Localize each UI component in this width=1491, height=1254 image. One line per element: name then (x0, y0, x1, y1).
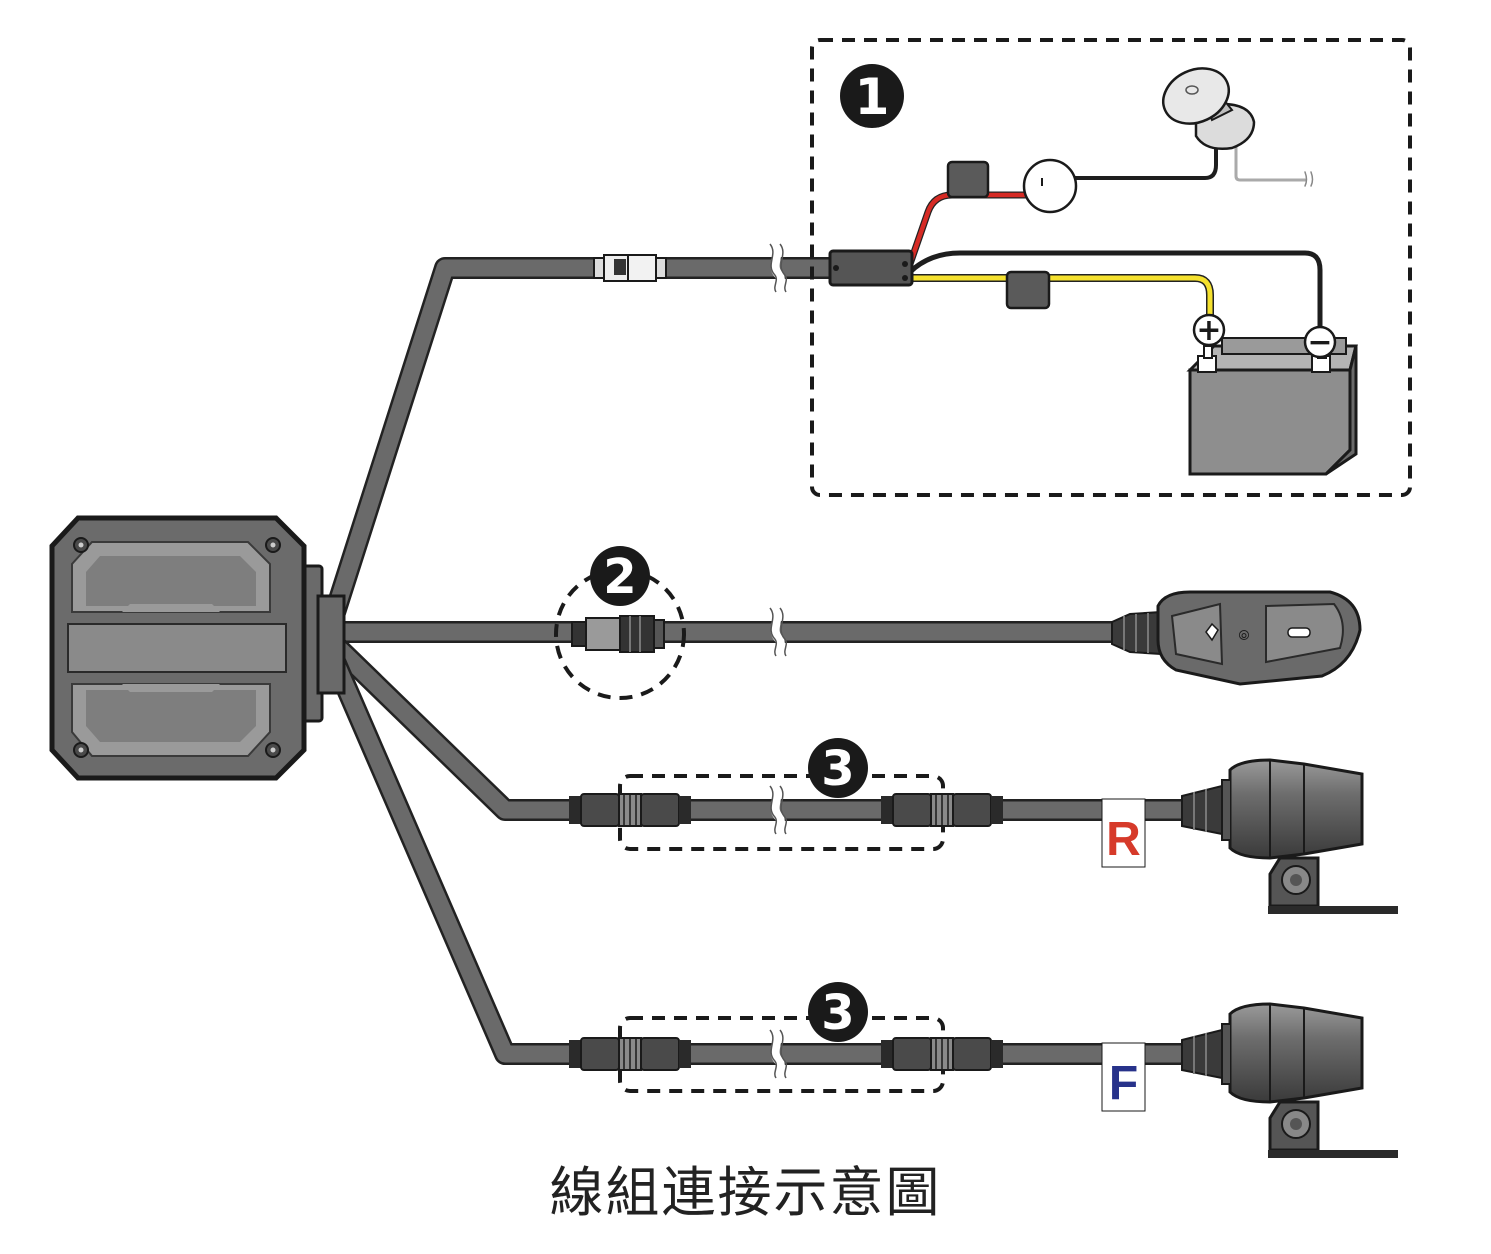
svg-text:F: F (1109, 1057, 1138, 1110)
power-cable (319, 257, 835, 632)
rear-camera-cable (322, 632, 1190, 821)
negative-sign: − (1307, 325, 1332, 360)
fuse-yellow (1005, 270, 1051, 310)
front-connector-left (568, 1037, 692, 1071)
switch-wire (1041, 138, 1218, 180)
marker-3-rear: 3 (808, 738, 868, 798)
power-section-frame (810, 38, 1412, 497)
ring-terminal (1022, 158, 1078, 214)
ground-wire (1234, 138, 1307, 182)
svg-text:R: R (1106, 813, 1141, 866)
cable-harness (319, 257, 1190, 1065)
yellow-wire (906, 274, 1214, 334)
front-camera-cable (319, 645, 1190, 1065)
marker-1: 1 (840, 64, 904, 128)
rear-connector-left (568, 793, 692, 827)
power-box (828, 249, 914, 287)
controller-connector-highlight (554, 568, 686, 700)
rear-tag: R (1101, 798, 1146, 868)
wifi-icon: ⦾ (1238, 628, 1249, 644)
battery (1186, 337, 1358, 476)
controller-connector (571, 615, 665, 653)
front-connector-right (880, 1037, 1004, 1071)
marker-3-front: 3 (808, 982, 868, 1042)
svg-text:2: 2 (603, 549, 636, 605)
front-tag: F (1101, 1042, 1146, 1112)
positive-sign: + (1196, 313, 1221, 348)
marker-2: 2 (590, 546, 650, 606)
diagram-caption: 線組連接示意圖 (549, 1161, 942, 1224)
svg-text:3: 3 (821, 985, 854, 1041)
ignition-switch (1162, 67, 1256, 150)
rear-camera (1181, 758, 1398, 914)
positive-terminal-icon: + (1192, 313, 1226, 348)
power-inline-connector (593, 254, 667, 282)
svg-text:1: 1 (855, 68, 890, 126)
svg-text:3: 3 (821, 741, 854, 797)
negative-terminal-icon: − (1303, 325, 1337, 360)
fuse-red (946, 160, 990, 199)
front-camera (1181, 1002, 1398, 1158)
black-wire (907, 250, 1323, 333)
rear-connector-right (880, 793, 1004, 827)
dvr-main-unit (49, 515, 346, 781)
remote-controller: ⦾ (1111, 590, 1362, 686)
